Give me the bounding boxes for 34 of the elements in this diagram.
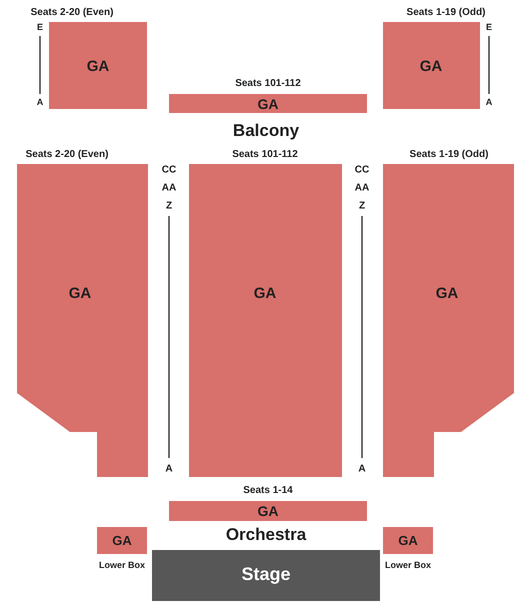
section-caption: Lower Box (385, 560, 431, 570)
row-label: E (37, 22, 43, 32)
row-label: A (486, 97, 492, 107)
row-label: CC (354, 164, 370, 176)
row-label: A (36, 97, 44, 107)
row-label: A (358, 464, 366, 474)
row-label: AA (162, 182, 176, 194)
section-caption: Lower Box (99, 560, 145, 570)
section-label: GA (112, 533, 132, 548)
section-label: GA (436, 285, 458, 302)
section-heading: Seats 2-20 (Even) (30, 7, 114, 18)
section-label: GA (398, 533, 418, 548)
row-label: CC (162, 164, 176, 176)
area-label: Balcony (232, 121, 300, 141)
section-heading: Seats 1-19 (Odd) (410, 149, 488, 160)
stage-area (152, 550, 380, 601)
row-label: Z (166, 200, 172, 212)
section-label: GA (420, 58, 442, 75)
section-heading: Seats 101-112 (232, 149, 298, 160)
row-label: AA (354, 182, 370, 194)
section-label: GA (86, 58, 110, 75)
section-label: GA (254, 285, 276, 302)
row-label: Z (358, 200, 366, 212)
stage-label: Stage (241, 564, 291, 585)
section-label: GA (258, 96, 278, 112)
section-heading: Seats 101-112 (235, 78, 301, 89)
row-label: E (486, 22, 492, 32)
section-heading: Seats 2-20 (Even) (26, 149, 108, 160)
section-label: GA (68, 285, 92, 302)
section-heading: Seats 1-14 (243, 485, 293, 496)
area-label: Orchestra (226, 525, 306, 545)
row-label: A (165, 464, 173, 474)
section-label: GA (258, 503, 278, 519)
section-heading: Seats 1-19 (Odd) (406, 7, 486, 18)
